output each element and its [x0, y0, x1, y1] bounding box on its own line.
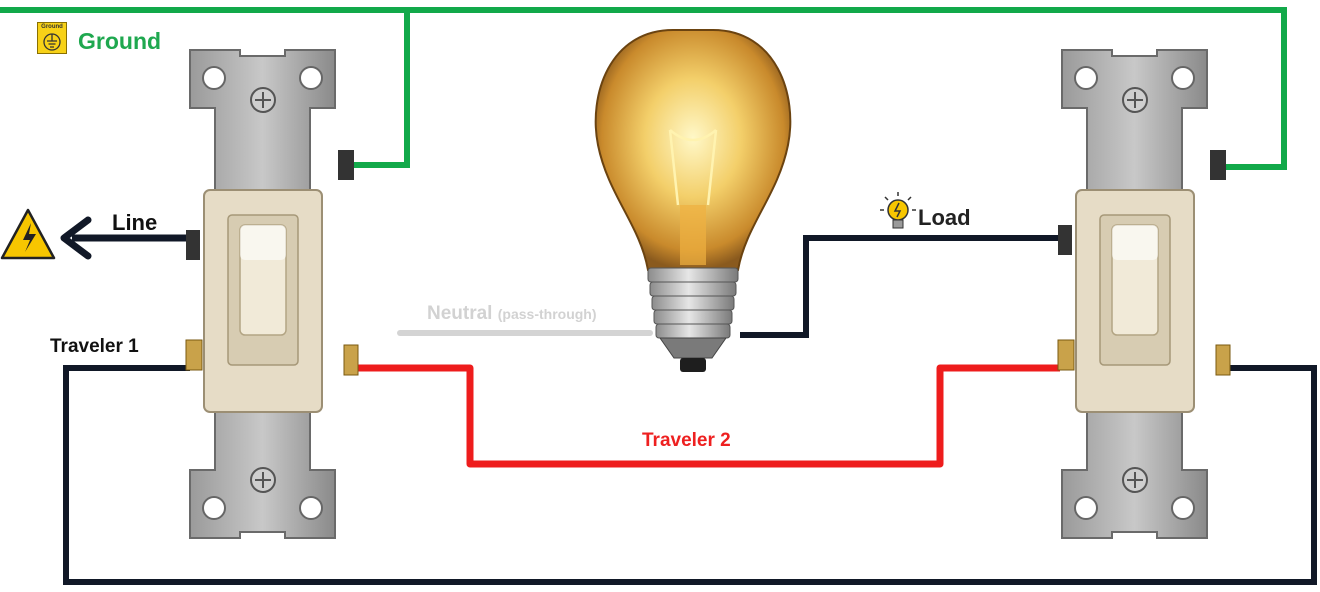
- arrow-left-icon: [60, 216, 190, 260]
- ground-label: Ground: [78, 28, 162, 54]
- traveler1-label: Traveler 1: [50, 336, 139, 357]
- electric-hazard-icon: [0, 208, 56, 260]
- line-label: Line: [112, 210, 158, 235]
- neutral-note: (pass-through): [497, 306, 597, 322]
- load-label: Load: [918, 205, 971, 230]
- ground-icon: Ground: [37, 22, 67, 54]
- ground-wire: [0, 7, 1287, 170]
- traveler2-wire: [357, 364, 1060, 468]
- light-bulb-icon: [594, 29, 792, 372]
- neutral-label: Neutral (pass-through): [427, 303, 597, 325]
- traveler1-wire: [63, 365, 1317, 585]
- load-wire: [740, 235, 1062, 338]
- ground-badge-text: Ground: [41, 24, 63, 30]
- load-bulb-icon: [880, 192, 916, 229]
- neutral-text: Neutral: [427, 303, 493, 324]
- right-switch: [1057, 49, 1231, 539]
- traveler2-label: Traveler 2: [642, 430, 731, 451]
- left-switch: [185, 49, 359, 539]
